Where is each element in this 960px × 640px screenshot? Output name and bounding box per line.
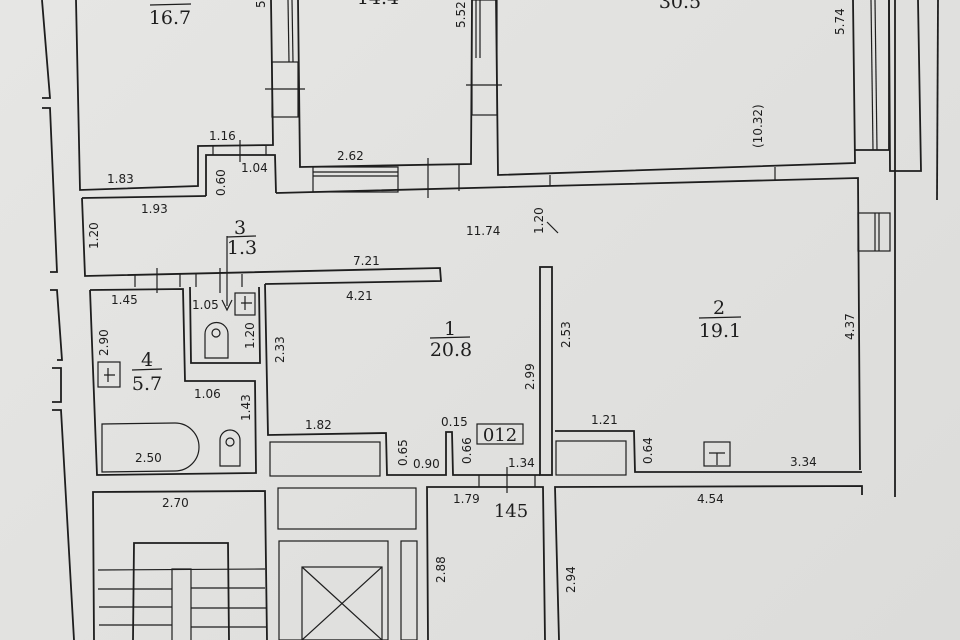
room-area: 30.5 (659, 0, 701, 13)
dimension: 0.15 (441, 415, 468, 429)
dimension: 1.45 (111, 293, 138, 307)
sink-icon (97, 361, 121, 388)
dimension: 1.34 (508, 456, 535, 470)
dimension: 5.74 (833, 8, 847, 35)
dimension: 1.43 (239, 394, 253, 421)
room-area: 14.4 (357, 0, 399, 9)
dimension: 0.60 (214, 169, 228, 196)
room-labels: 16.7 14.4 30.5 3 1.3 1 20.8 2 19.1 4 5.7… (132, 0, 741, 522)
outer-walls (41, 0, 939, 640)
dimension: 1.16 (209, 129, 236, 143)
dimension: 11.74 (466, 224, 500, 238)
dimension: 1.04 (241, 161, 268, 175)
box-code: 012 (483, 425, 517, 446)
dimension-labels: 5 5.52 5.74 (10.32) 1.16 1.04 0.60 1.83 … (87, 0, 857, 593)
room-number: 1 (444, 318, 456, 340)
dimension: 1.79 (453, 492, 480, 506)
dimension: 2.62 (337, 149, 364, 163)
room-living-30-5 (495, 0, 922, 186)
bathtub-icon (101, 422, 200, 473)
room-kitchen-1 (264, 283, 540, 477)
room-bedroom-16-7 (75, 0, 277, 196)
dimension: 2.33 (273, 336, 287, 363)
apartment-number: 145 (494, 501, 528, 522)
room-number: 2 (713, 297, 725, 319)
dimension: 1.83 (107, 172, 134, 186)
toilet-icon (219, 429, 241, 467)
dimension: (10.32) (751, 104, 765, 148)
room-2 (539, 266, 862, 476)
dimension: 3.34 (790, 455, 817, 469)
dimension: 5 (254, 0, 268, 8)
sink-icon (703, 441, 731, 467)
dimension: 2.90 (97, 329, 111, 356)
room-corridor (81, 177, 891, 471)
room-wc-3 (189, 236, 261, 364)
room-area: 1.3 (227, 237, 257, 259)
dimension: 1.82 (305, 418, 332, 432)
toilet-icon (204, 321, 229, 359)
dimension: 2.88 (434, 556, 448, 583)
dimension: 2.70 (162, 496, 189, 510)
room-area: 5.7 (132, 373, 162, 395)
room-area: 20.8 (430, 339, 472, 361)
room-number: 3 (234, 217, 246, 239)
dimension: 1.93 (141, 202, 168, 216)
sink-icon (234, 292, 256, 316)
dimension: 1.20 (243, 322, 257, 349)
dimension: 4.54 (697, 492, 724, 506)
stair-lift-section (92, 467, 863, 640)
dimension: 0.90 (413, 457, 440, 471)
dimension: 0.65 (396, 439, 410, 466)
dimension: 1.20 (532, 207, 546, 234)
dimension: 0.64 (641, 437, 655, 464)
dimension: 2.50 (135, 451, 162, 465)
dimension: 2.94 (564, 566, 578, 593)
dimension: 2.99 (523, 363, 537, 390)
dimension: 1.05 (192, 298, 219, 312)
room-number: 4 (141, 349, 153, 371)
dimension: 4.37 (843, 313, 857, 340)
dimension: 1.21 (591, 413, 618, 427)
dimension: 2.53 (559, 321, 573, 348)
room-bathroom-4 (89, 288, 257, 476)
dimension: 0.66 (460, 437, 474, 464)
dimension: 1.20 (87, 222, 101, 249)
dimension: 5.52 (454, 1, 468, 28)
room-bedroom-14-4 (265, 0, 502, 198)
box-code-frame (476, 423, 524, 445)
room-area: 19.1 (699, 320, 741, 342)
room-area: 16.7 (149, 7, 191, 29)
dimension: 7.21 (353, 254, 380, 268)
dimension: 1.06 (194, 387, 221, 401)
dimension: 4.21 (346, 289, 373, 303)
